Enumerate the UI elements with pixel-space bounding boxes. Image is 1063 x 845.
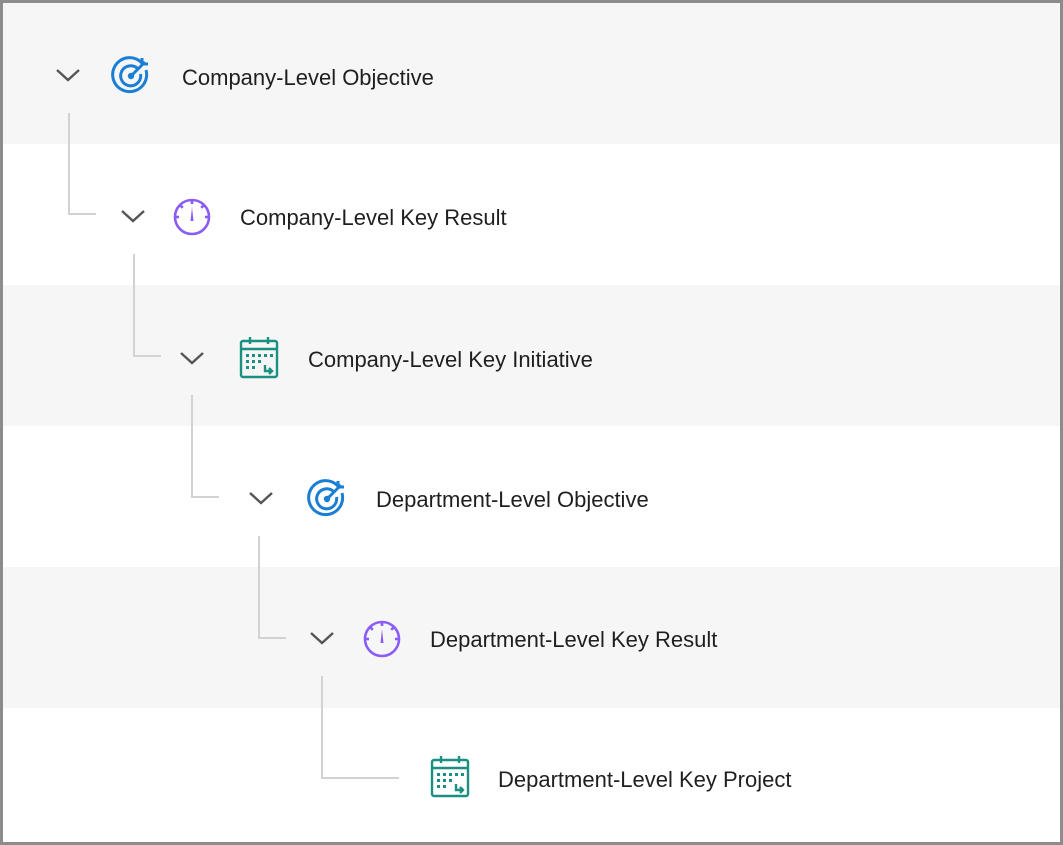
chevron-down-icon[interactable] — [309, 630, 335, 646]
chevron-down-icon[interactable] — [55, 67, 81, 83]
target-icon — [111, 56, 149, 94]
tree-item-label: Company-Level Key Result — [240, 205, 507, 230]
project-calendar-icon — [430, 756, 470, 798]
chevron-down-icon[interactable] — [248, 490, 274, 506]
tree-item-label: Company-Level Objective — [182, 65, 434, 90]
tree-connector — [191, 395, 219, 498]
tree-connector — [258, 536, 286, 639]
gauge-icon — [173, 198, 211, 236]
tree-item-label: Department-Level Key Project — [498, 767, 792, 792]
tree-item-label: Company-Level Key Initiative — [308, 347, 593, 372]
tree-row-company-objective[interactable] — [3, 3, 1060, 144]
tree-row-department-objective[interactable] — [3, 426, 1060, 567]
tree-connector — [321, 676, 399, 779]
tree-row-department-key-project[interactable] — [3, 708, 1060, 842]
target-icon — [307, 479, 345, 517]
tree-row-company-key-initiative[interactable] — [3, 285, 1060, 426]
chevron-down-icon[interactable] — [120, 208, 146, 224]
tree-row-company-key-result[interactable] — [3, 144, 1060, 285]
gauge-icon — [363, 620, 401, 658]
project-calendar-icon — [239, 337, 279, 379]
tree-row-department-key-result[interactable] — [3, 567, 1060, 708]
tree-connector — [133, 254, 161, 357]
tree-item-label: Department-Level Objective — [376, 487, 649, 512]
tree-item-label: Department-Level Key Result — [430, 627, 718, 652]
chevron-down-icon[interactable] — [179, 350, 205, 366]
tree-connector — [68, 113, 96, 215]
